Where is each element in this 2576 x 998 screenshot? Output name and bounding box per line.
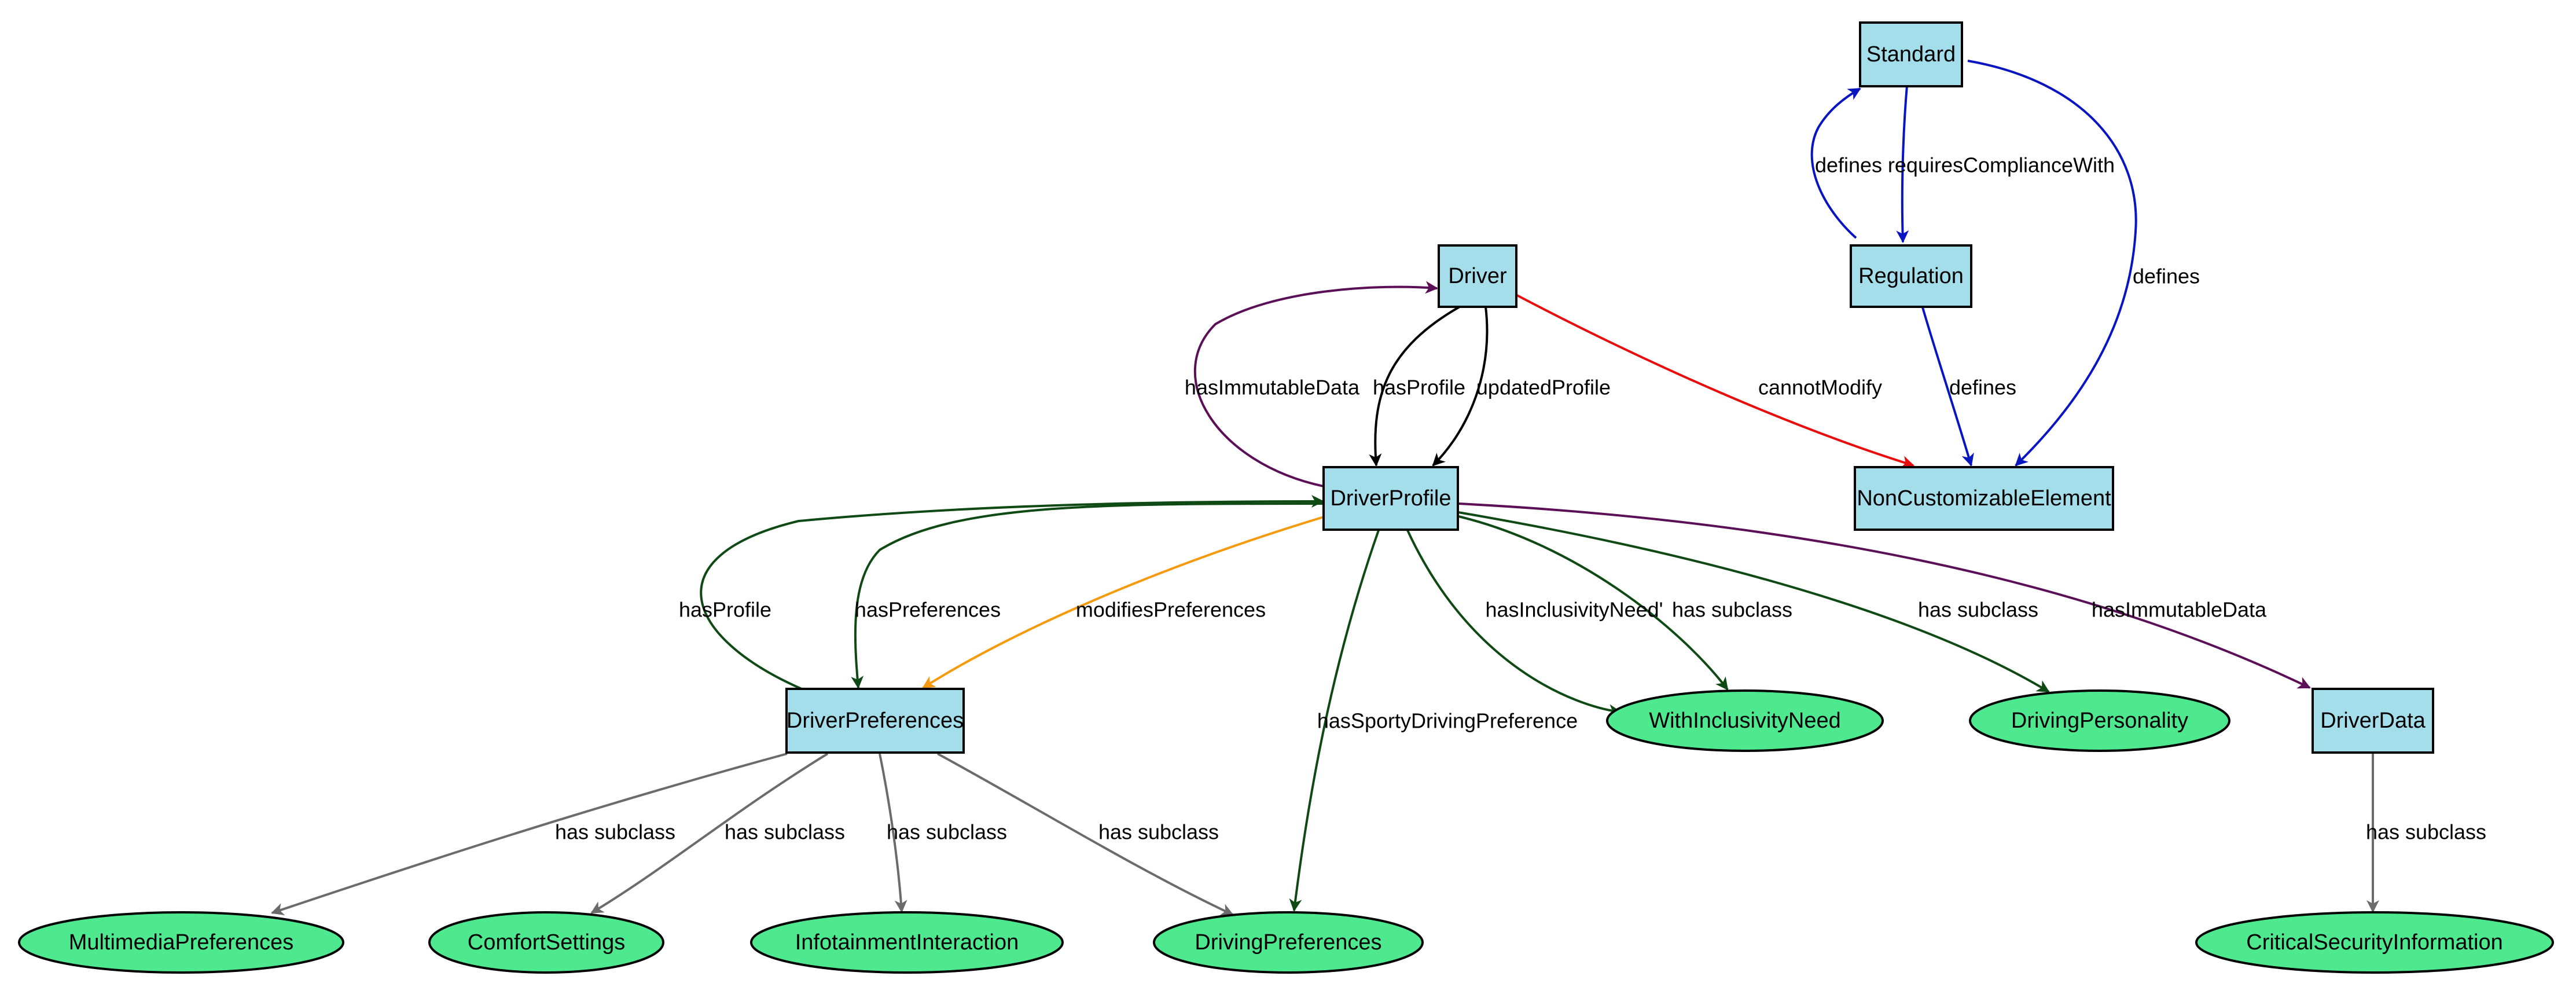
node-standard: Standard xyxy=(1859,21,1963,87)
edges-layer xyxy=(271,60,2379,916)
edge-label-has-subclass: has subclass xyxy=(1672,598,1792,622)
edge-label-has-inclusivity-need: hasInclusivityNeed' xyxy=(1485,598,1663,622)
node-label-non-customizable-element: NonCustomizableElement xyxy=(1857,486,2111,511)
node-label-comfort-settings: ComfortSettings xyxy=(468,930,625,955)
edge-label-has-immutable-data: hasImmutableData xyxy=(1185,376,1360,399)
edge-label-has-profile: hasProfile xyxy=(679,598,771,622)
node-label-driver-preferences: DriverPreferences xyxy=(787,709,964,733)
edge-driver-has-profile-driver-profile xyxy=(1369,306,1460,467)
edge-driver-profile-modifies-preferences-driver-preferences xyxy=(922,516,1324,689)
node-label-critical-security-information: CriticalSecurityInformation xyxy=(2246,930,2502,955)
node-label-infotainment-interaction: InfotainmentInteraction xyxy=(795,930,1019,955)
edge-label-cannot-modify: cannotModify xyxy=(1758,376,1882,399)
node-infotainment-interaction: InfotainmentInteraction xyxy=(750,911,1064,974)
edge-driver-updated-profile-driver-profile xyxy=(1432,306,1489,467)
edge-driver-preferences-has-profile-driver-profile xyxy=(700,495,1324,690)
node-critical-security-information: CriticalSecurityInformation xyxy=(2195,911,2554,974)
edge-driver-profile-has-sporty-driving-preference-driving-preferences xyxy=(1289,530,1380,912)
edge-label-has-subclass: has subclass xyxy=(725,820,845,844)
edge-driver-profile-has-inclusivity-need-with-inclusivity-need xyxy=(1406,530,1622,717)
node-label-standard: Standard xyxy=(1866,42,1956,67)
class-box xyxy=(2312,688,2434,754)
subclass-ellipse xyxy=(18,911,344,974)
node-label-multimedia-preferences: MultimediaPreferences xyxy=(69,930,294,955)
class-box xyxy=(1438,244,1517,308)
edge-driver-preferences-has-subclass-comfort-settings xyxy=(590,753,829,914)
node-multimedia-preferences: MultimediaPreferences xyxy=(18,911,344,974)
node-label-driver-profile: DriverProfile xyxy=(1330,486,1451,511)
edge-driver-preferences-has-subclass-driving-preferences xyxy=(937,753,1234,916)
edge-driver-profile-has-subclass-with-inclusivity-need xyxy=(1458,515,1729,691)
edge-label-has-subclass: has subclass xyxy=(2366,820,2486,844)
edge-label-has-preferences: hasPreferences xyxy=(855,598,1001,622)
node-driver-data: DriverData xyxy=(2312,688,2434,754)
edge-regulation-defines-standard xyxy=(1810,87,1861,239)
edge-standard-requires-compliance-with-regulation xyxy=(1896,85,1909,243)
edge-label-defines: defines xyxy=(1949,376,2016,399)
node-with-inclusivity-need: WithInclusivityNeed xyxy=(1606,689,1884,752)
class-box xyxy=(785,688,965,754)
edge-driver-profile-has-immutable-data-driver xyxy=(1193,281,1438,487)
class-box xyxy=(1850,244,1972,308)
subclass-ellipse xyxy=(2195,911,2554,974)
subclass-ellipse xyxy=(1153,911,1424,974)
node-label-driving-personality: DrivingPersonality xyxy=(2011,709,2188,733)
node-label-driving-preferences: DrivingPreferences xyxy=(1195,930,1381,955)
node-label-regulation: Regulation xyxy=(1858,264,1964,288)
node-label-driver-data: DriverData xyxy=(2320,709,2426,733)
subclass-ellipse xyxy=(750,911,1064,974)
node-driver-preferences: DriverPreferences xyxy=(785,688,965,754)
edge-driver-preferences-has-subclass-infotainment-interaction xyxy=(879,753,907,913)
edge-label-has-sporty-driving-preference: hasSportyDrivingPreference xyxy=(1317,709,1578,733)
edge-label-has-profile: hasProfile xyxy=(1373,376,1465,399)
edge-driver-preferences-has-subclass-multimedia-preferences xyxy=(271,753,788,916)
node-regulation: Regulation xyxy=(1850,244,1972,308)
node-comfort-settings: ComfortSettings xyxy=(428,911,664,974)
subclass-ellipse xyxy=(1969,689,2230,752)
edge-label-modifies-preferences: modifiesPreferences xyxy=(1076,598,1266,622)
edge-driver-profile-has-subclass-driving-personality xyxy=(1458,511,2050,693)
edge-label-has-subclass: has subclass xyxy=(887,820,1007,844)
edge-label-has-subclass: has subclass xyxy=(1098,820,1219,844)
edge-driver-cannot-modify-non-customizable-element xyxy=(1516,294,1914,468)
edge-label-defines: defines xyxy=(1815,153,1882,177)
edge-label-has-immutable-data: hasImmutableData xyxy=(2092,598,2267,622)
edge-label-updated-profile: updatedProfile xyxy=(1476,376,1611,399)
node-driving-preferences: DrivingPreferences xyxy=(1153,911,1424,974)
edge-label-has-subclass: has subclass xyxy=(1918,598,2038,622)
edge-label-requires-compliance-with: requiresComplianceWith xyxy=(1888,153,2115,177)
edge-labels-layer: requiresComplianceWithdefinesdefinesdefi… xyxy=(555,153,2486,844)
subclass-ellipse xyxy=(428,911,664,974)
edge-label-has-subclass: has subclass xyxy=(555,820,675,844)
edge-driver-profile-has-preferences-driver-preferences xyxy=(851,502,1324,689)
edge-standard-defines-non-customizable-element xyxy=(1967,60,2137,467)
nodes-layer: StandardRegulationNonCustomizableElement… xyxy=(18,21,2554,974)
subclass-ellipse xyxy=(1606,689,1884,752)
class-box xyxy=(1854,466,2114,531)
node-label-with-inclusivity-need: WithInclusivityNeed xyxy=(1649,709,1841,733)
class-box xyxy=(1322,466,1459,531)
edge-label-defines: defines xyxy=(2133,265,2200,288)
node-non-customizable-element: NonCustomizableElement xyxy=(1854,466,2114,531)
node-driver: Driver xyxy=(1438,244,1517,308)
node-driver-profile: DriverProfile xyxy=(1322,466,1459,531)
node-driving-personality: DrivingPersonality xyxy=(1969,689,2230,752)
class-box xyxy=(1859,21,1963,87)
node-label-driver: Driver xyxy=(1448,264,1507,288)
edge-regulation-defines-non-customizable-element xyxy=(1921,307,1974,467)
edge-driver-profile-has-immutable-data-driver-data xyxy=(1458,502,2311,689)
